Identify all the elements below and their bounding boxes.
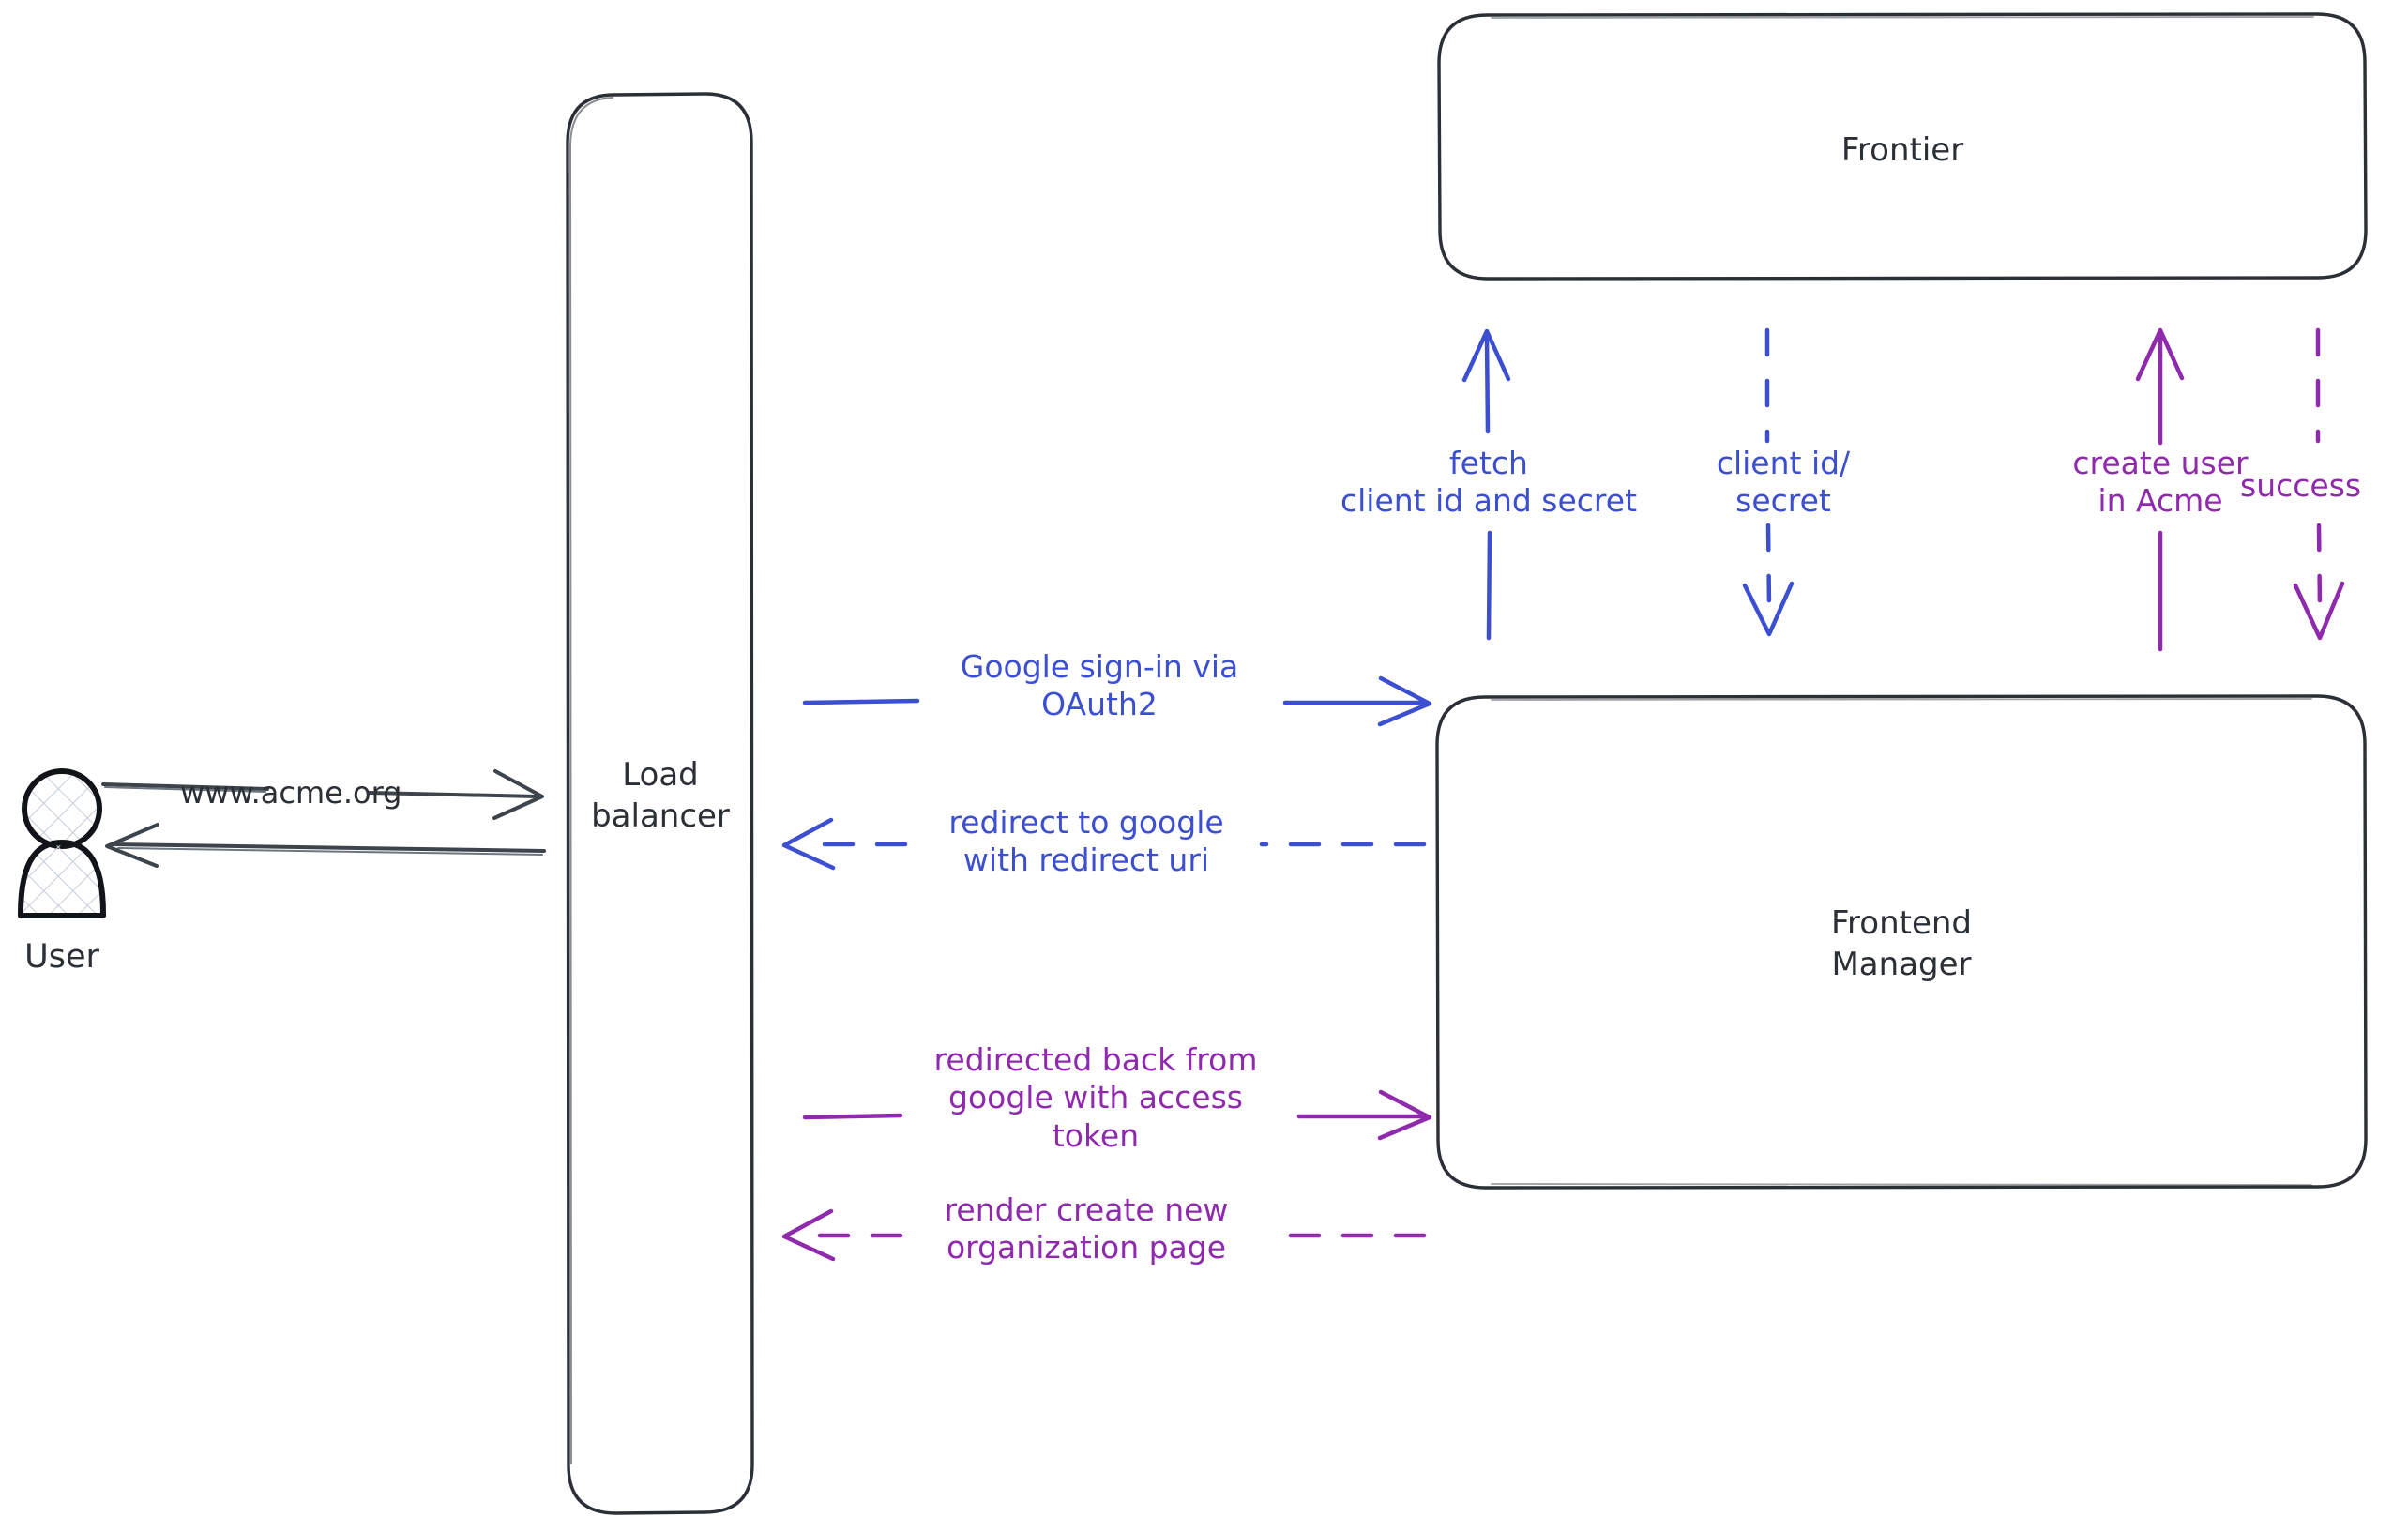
edge-lb-to-fm-signin <box>802 675 1432 727</box>
edge-fm-to-lb-render <box>781 1208 1427 1262</box>
edge-lb-to-user <box>105 823 546 868</box>
edge-lb-to-fm-token <box>802 1089 1432 1141</box>
edge-frontier-to-fm-creds <box>1742 327 1795 637</box>
node-frontier[interactable] <box>1437 12 2368 281</box>
edge-frontier-to-fm-success <box>2293 327 2345 641</box>
node-frontend-manager[interactable] <box>1435 694 2368 1190</box>
edge-fm-to-lb-redirect <box>781 817 1427 871</box>
edge-fm-to-frontier-create-user <box>2135 327 2185 652</box>
edge-fm-to-frontier-fetch <box>1461 328 1511 641</box>
person-icon <box>18 768 106 918</box>
node-load-balancer[interactable] <box>566 92 754 1515</box>
edge-user-to-lb <box>101 769 544 820</box>
